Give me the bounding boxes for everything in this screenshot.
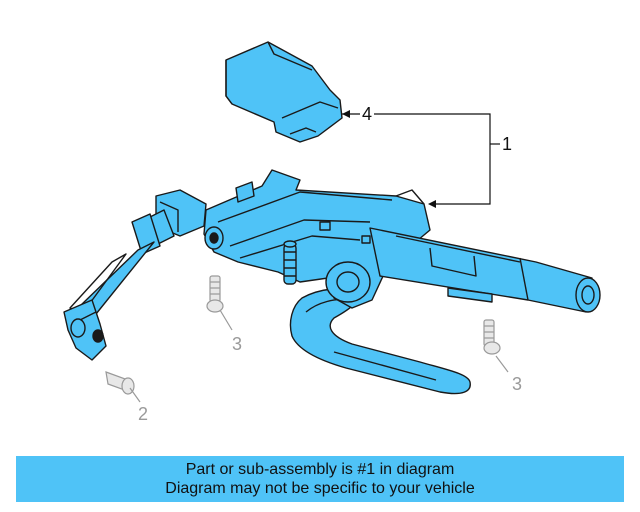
intermediate-shaft [63, 189, 207, 361]
ghost-bolts [105, 275, 501, 395]
tilt-spring-part [283, 240, 297, 285]
banner-line-2: Diagram may not be specific to your vehi… [165, 480, 475, 497]
callout-4: 4 [362, 104, 372, 124]
leader-lines [342, 113, 500, 205]
leader-1 [374, 113, 491, 205]
parts-diagram: 1 2 3 3 4 [63, 41, 601, 424]
arrow-4 [342, 110, 350, 118]
lock-housing-part [225, 41, 343, 143]
bolt-2 [105, 371, 135, 395]
leader-arrows [342, 110, 436, 208]
knee-bracket-part [289, 287, 471, 395]
arrow-1 [428, 200, 436, 208]
banner-line-1: Part or sub-assembly is #1 in diagram [185, 461, 455, 478]
steering-column-body [203, 169, 431, 309]
callout-3a: 3 [232, 334, 242, 354]
leader-3a [219, 309, 233, 331]
info-banner: Part or sub-assembly is #1 in diagram Di… [16, 456, 624, 502]
bolt-3a [206, 275, 224, 313]
leader-3b [495, 355, 509, 373]
callout-1: 1 [502, 134, 512, 154]
upper-shaft-tube [369, 227, 601, 313]
leader-2 [129, 387, 141, 403]
callout-3b: 3 [512, 374, 522, 394]
ghost-leaders [129, 309, 509, 403]
callout-2: 2 [138, 404, 148, 424]
bolt-3b [483, 319, 501, 355]
